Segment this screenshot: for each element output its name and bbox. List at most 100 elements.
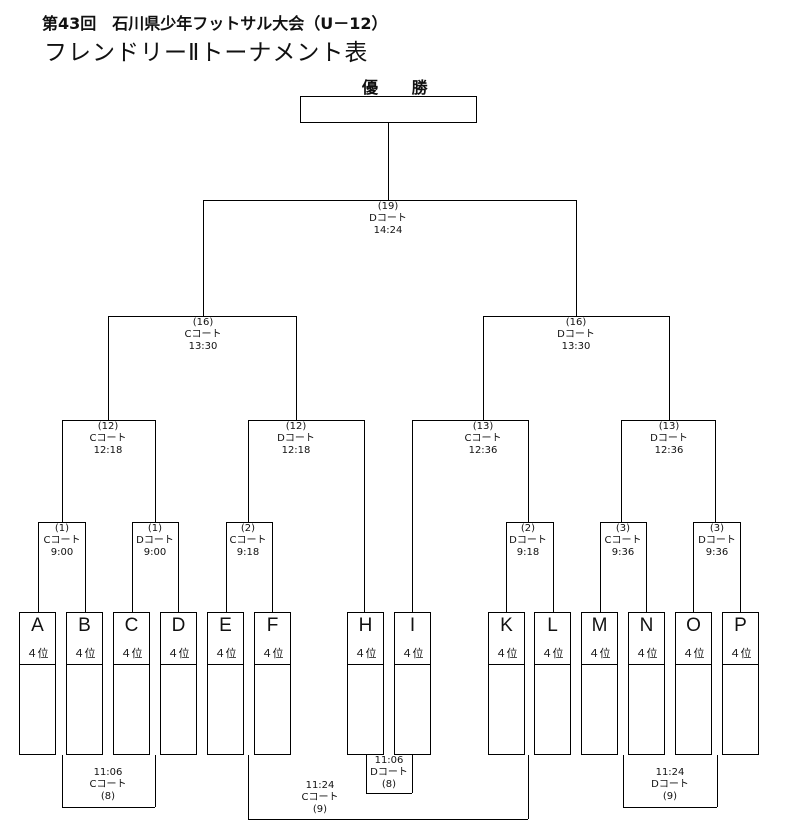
bracket-line: [600, 522, 601, 612]
tournament-title: 第43回 石川県少年フットサル大会（U－12）: [42, 14, 388, 33]
bracket-line: [693, 522, 694, 612]
match-time: 11:24: [305, 780, 335, 791]
match-num: (3): [709, 523, 725, 534]
match-court: Cコート: [301, 792, 339, 803]
bracket-line: [203, 200, 204, 316]
match-time: 9:00: [143, 547, 167, 558]
match-court: Dコート: [509, 535, 547, 546]
match-court: Cコート: [604, 535, 642, 546]
bracket-line: [132, 522, 133, 612]
match-num: (16): [565, 317, 587, 328]
team-rank: ４位: [729, 647, 752, 660]
team-rank: ４位: [354, 647, 377, 660]
bracket-title: フレンドリーⅡトーナメント表: [44, 40, 369, 66]
match-court: Dコート: [277, 433, 315, 444]
team-box-l: L ４位: [534, 612, 571, 755]
bracket-line: [155, 420, 156, 522]
match-court: Cコート: [89, 433, 127, 444]
team-rank: ４位: [682, 647, 705, 660]
score-divider: [161, 664, 196, 665]
team-name: P: [734, 615, 747, 636]
match-time: 9:18: [236, 547, 260, 558]
match-time: 11:24: [655, 767, 685, 778]
bracket-line: [412, 755, 413, 793]
team-name: L: [547, 615, 558, 636]
team-name: I: [409, 615, 416, 636]
match-court: Cコート: [229, 535, 267, 546]
match-court: Cコート: [89, 779, 127, 790]
team-name: E: [219, 615, 232, 636]
bracket-line: [248, 420, 364, 421]
match-num: (2): [240, 523, 256, 534]
score-divider: [676, 664, 711, 665]
match-time: 12:18: [281, 445, 311, 456]
score-divider: [67, 664, 102, 665]
score-divider: [535, 664, 570, 665]
match-time: 13:30: [561, 341, 591, 352]
match-num: (13): [658, 421, 680, 432]
bracket-line: [623, 755, 624, 807]
match-num: (19): [377, 201, 399, 212]
team-rank: ４位: [588, 647, 611, 660]
team-rank: ４位: [541, 647, 564, 660]
bracket-line: [623, 807, 717, 808]
team-rank: ４位: [495, 647, 518, 660]
champion-label: 優 勝: [362, 78, 442, 97]
bracket-line: [388, 122, 389, 200]
team-rank: ４位: [26, 647, 49, 660]
bracket-line: [226, 522, 272, 523]
bracket-line: [85, 522, 86, 612]
bracket-line: [717, 755, 718, 807]
match-court: Cコート: [464, 433, 502, 444]
match-time: 9:00: [50, 547, 74, 558]
match-num: (3): [615, 523, 631, 534]
bracket-line: [740, 522, 741, 612]
match-court: Dコート: [136, 535, 174, 546]
team-name: B: [78, 615, 91, 636]
bracket-line: [155, 755, 156, 807]
bracket-line: [506, 522, 553, 523]
bracket-line: [528, 755, 529, 819]
score-divider: [20, 664, 55, 665]
bracket-line: [248, 420, 249, 522]
match-court: Dコート: [370, 767, 408, 778]
match-num: (9): [662, 791, 678, 802]
bracket-line: [248, 819, 528, 820]
match-court: Dコート: [369, 213, 407, 224]
match-num: (12): [97, 421, 119, 432]
bracket-line: [669, 316, 670, 420]
match-num: (1): [54, 523, 70, 534]
team-rank: ４位: [261, 647, 284, 660]
bracket-line: [38, 522, 85, 523]
match-num: (8): [100, 791, 116, 802]
match-num: (2): [520, 523, 536, 534]
score-divider: [582, 664, 617, 665]
match-time: 9:36: [705, 547, 729, 558]
match-court: Dコート: [698, 535, 736, 546]
score-divider: [489, 664, 524, 665]
bracket-line: [621, 420, 622, 522]
bracket-line: [272, 522, 273, 612]
team-name: O: [686, 615, 701, 636]
match-time: 9:18: [516, 547, 540, 558]
score-divider: [723, 664, 758, 665]
team-name: F: [266, 615, 279, 636]
